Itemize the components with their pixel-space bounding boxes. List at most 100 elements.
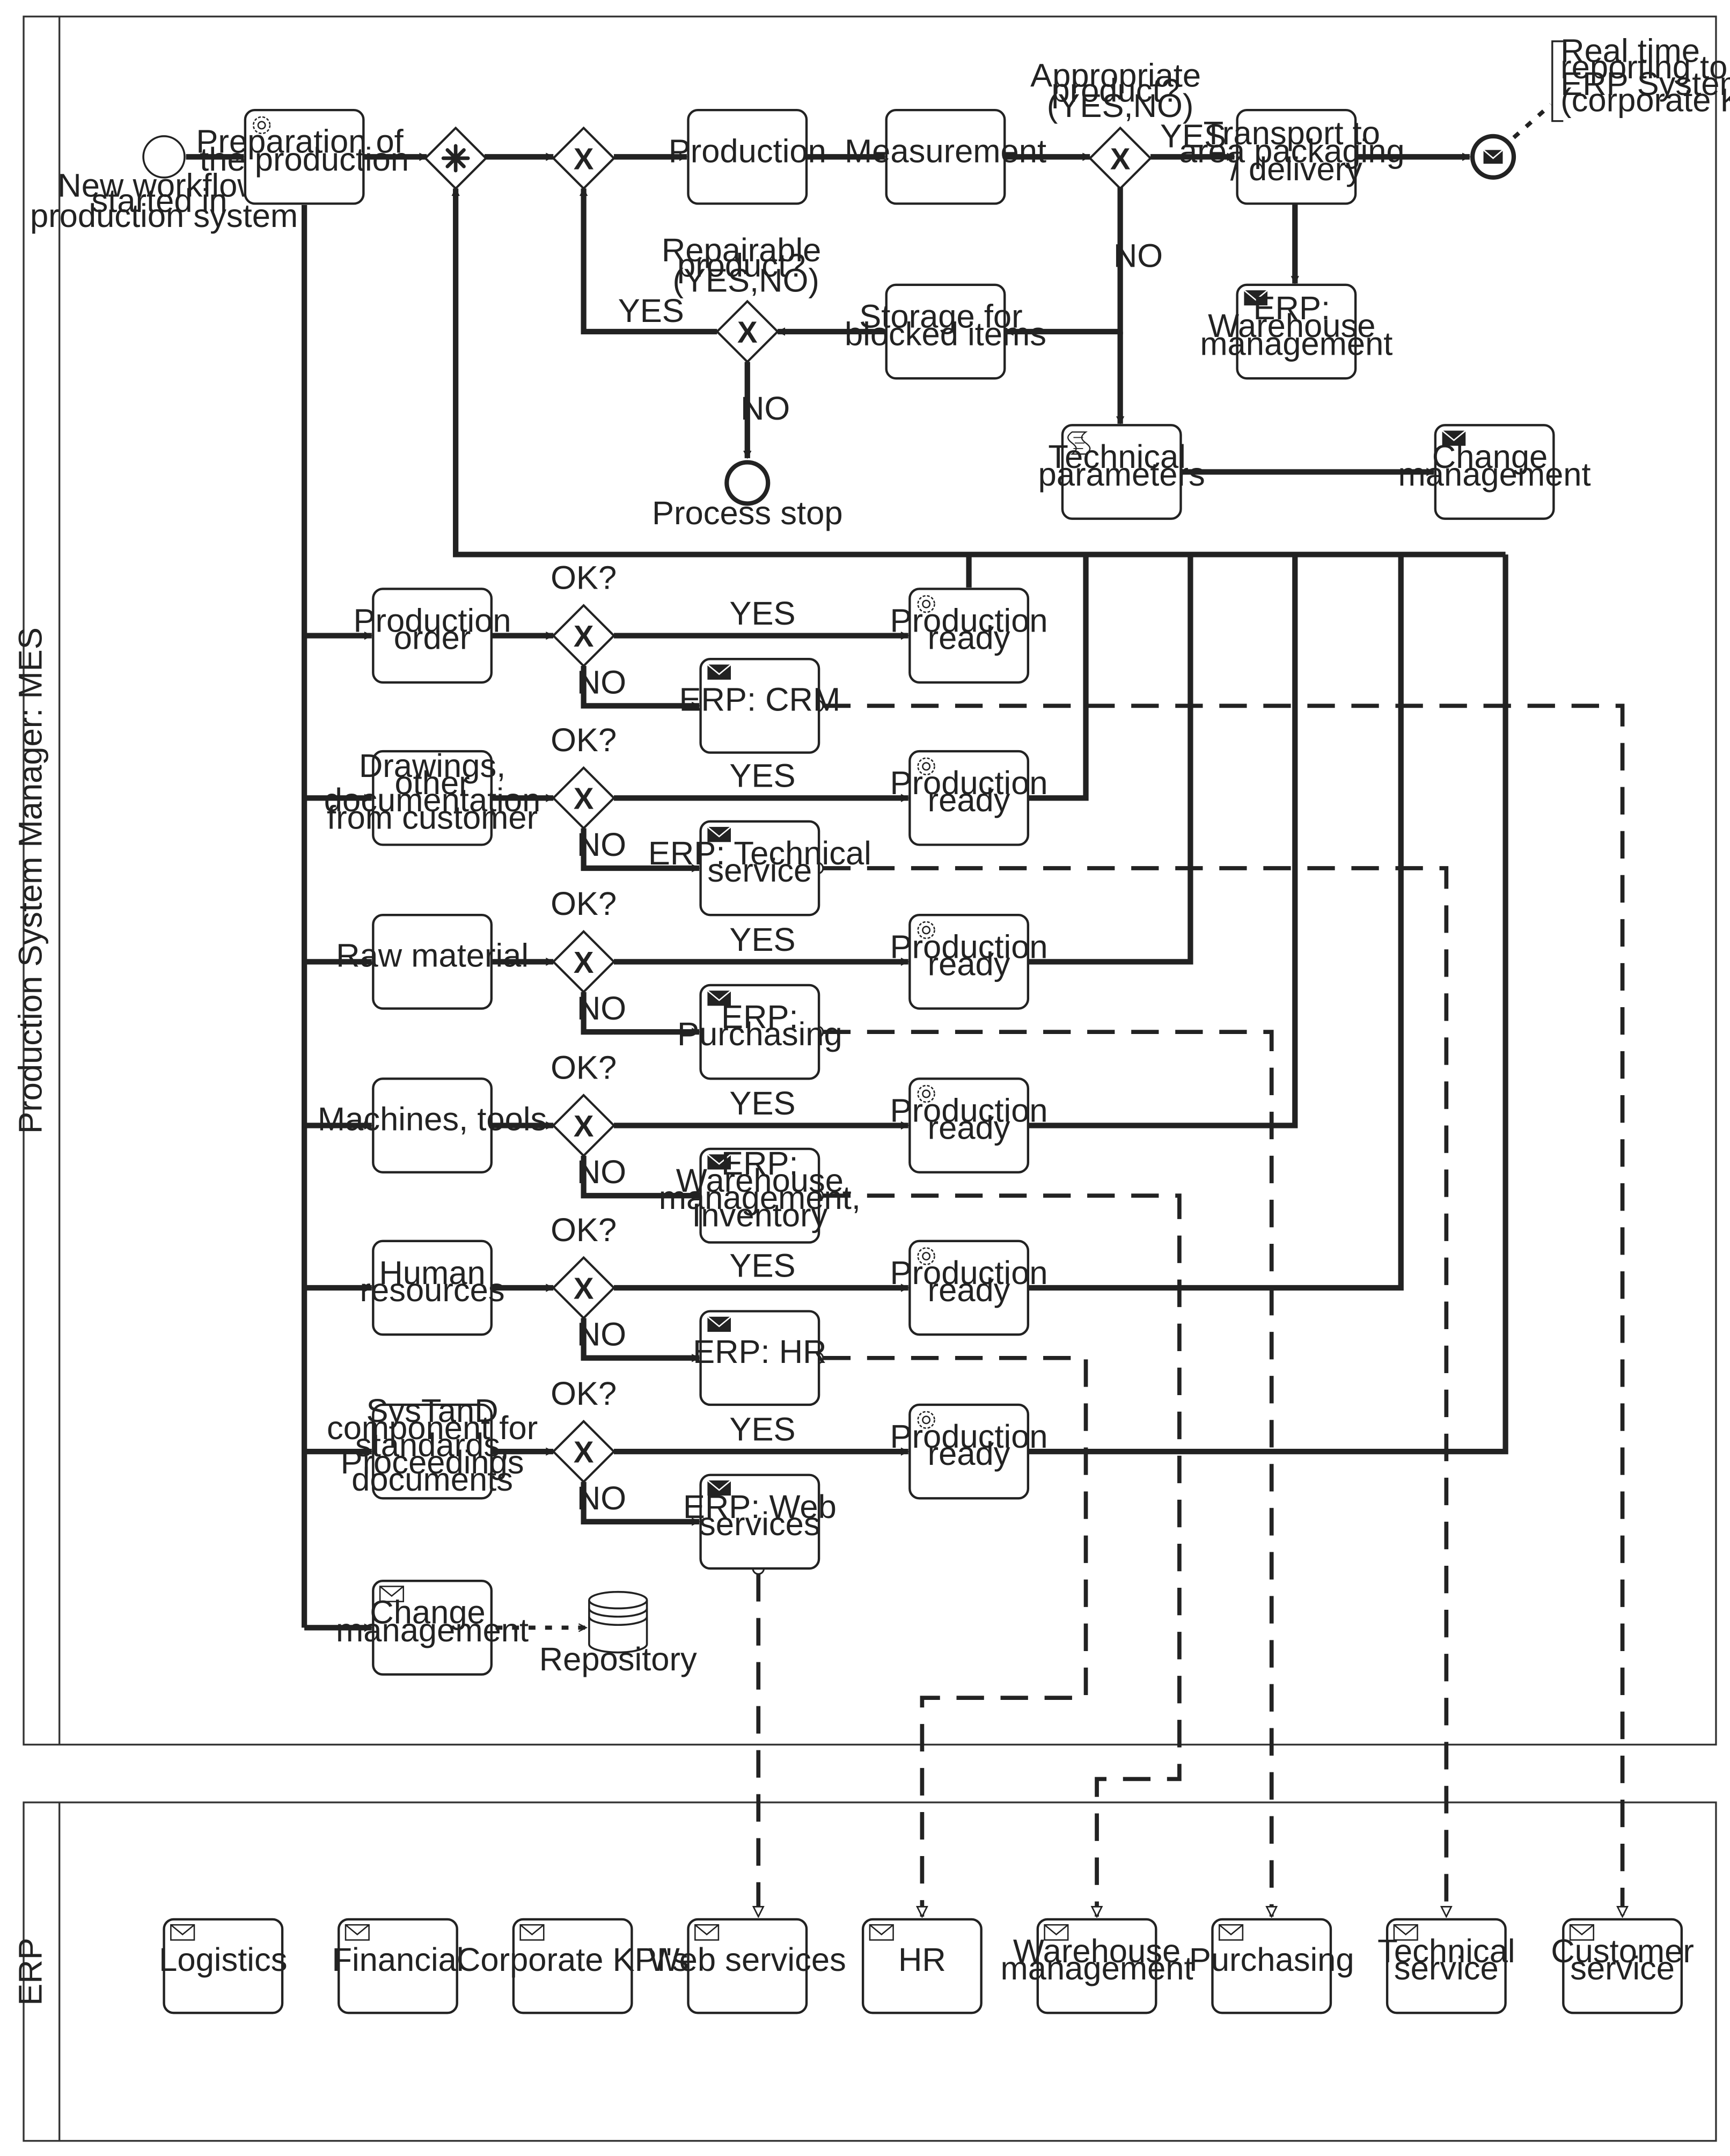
exclusive-gateway-ok[interactable]: X [552,1256,615,1320]
task-production-ready-label: Productionready [890,1255,1048,1309]
task-erp-send[interactable]: ERP: HR [693,1310,827,1406]
start-event[interactable] [142,135,186,179]
script-icon [1067,431,1091,455]
task-erp-send[interactable]: ERP: Webservices [683,1473,837,1570]
repository-datastore[interactable] [588,1590,648,1654]
gateway-ok-label: OK? [551,559,617,596]
text-annotation: Real time reporting to ERP System (corpo… [1551,32,1730,122]
check-row: Drawings,otherdocumentationfrom customer… [324,722,1048,916]
task-erp-send[interactable]: ERP: Technicalservice [648,820,871,916]
exclusive-gateway-ok[interactable]: X [552,604,615,668]
flow-label-no: NO [577,1316,626,1353]
svg-text:X: X [574,1435,594,1469]
task-production-ready[interactable]: Productionready [890,1403,1048,1500]
task-change-management-top[interactable]: Change management [1398,424,1591,520]
task-production-ready-label: Productionready [890,1418,1048,1472]
task-production-ready-label: Productionready [890,928,1048,982]
task-check-label: Humanresources [360,1255,505,1309]
erp-task-purchasing[interactable]: Purchasing [1189,1918,1354,2014]
task-erp-send-label: ERP: HR [693,1333,827,1370]
task-transport[interactable]: Transport to area packaging / delivery [1179,108,1414,205]
exclusive-gateway-ok[interactable]: X [552,1419,615,1484]
envelope-outline-icon [519,1924,545,1941]
task-erp-send-label: ERP:Purchasing [677,999,842,1053]
erp-task-warehouse-management[interactable]: Warehousemanagement [1001,1918,1193,2014]
task-check-1[interactable]: Productionorder [354,588,511,684]
task-check-4[interactable]: Machines, tools [318,1077,547,1174]
erp-task-label: Corporate KPI's [457,1941,688,1978]
erp-task-label: Web services [649,1941,846,1978]
task-storage[interactable]: Storage for blocked items [845,283,1046,380]
complex-gateway[interactable] [423,126,488,190]
svg-text:X: X [1110,142,1131,175]
gear-icon [917,1411,935,1429]
svg-text:X: X [574,619,594,653]
message-end-event[interactable] [1470,134,1516,180]
exclusive-gateway-ok[interactable]: X [552,930,615,994]
task-production-ready-label: Productionready [890,765,1048,819]
erp-task-hr[interactable]: HR [861,1918,983,2014]
envelope-outline-icon [1569,1924,1594,1941]
message-flows [752,699,1623,1917]
erp-task-corporate-kpi-s[interactable]: Corporate KPI's [457,1918,688,2014]
task-production-ready[interactable]: Productionready [890,1240,1048,1336]
gateway-ok-label: OK? [551,885,617,922]
erp-task-label: Warehousemanagement [1001,1933,1193,1987]
task-technical-parameters[interactable]: Technical parameters [1038,424,1205,520]
exclusive-gateway-ok[interactable]: X [552,1094,615,1157]
erp-task-financial[interactable]: Financial [332,1918,464,2014]
envelope-outline-icon [869,1924,894,1941]
envelope-filled-icon [1243,290,1268,306]
erp-task-label: HR [898,1941,946,1978]
erp-task-label: Logistics [159,1941,287,1978]
flow-label-no: NO [577,826,626,863]
envelope-filled-icon [1441,430,1467,446]
task-erp-send[interactable]: ERP:Purchasing [677,984,842,1080]
envelope-filled-icon [707,1316,731,1332]
task-check-5[interactable]: Humanresources [360,1240,505,1336]
task-measurement[interactable]: Measurement [845,108,1046,205]
task-preparation[interactable]: Preparation of the production [196,108,413,205]
erp-task-logistics[interactable]: Logistics [159,1918,288,2014]
end-event-stop[interactable] [724,460,771,506]
envelope-icon [1483,149,1504,164]
task-change-management-bottom-label: Change management [336,1594,529,1649]
end-event-stop-label: Process stop [652,495,843,532]
flow-label-no: NO [1113,237,1163,274]
erp-task-customer-service[interactable]: Customerservice [1551,1918,1694,2014]
task-erp-warehouse-main[interactable]: ERP: Warehouse management [1200,283,1392,380]
task-check-label: Productionorder [354,603,511,657]
task-erp-send[interactable]: ERP: CRM [679,658,840,754]
task-production-ready[interactable]: Productionready [890,1077,1048,1174]
task-erp-send[interactable]: ERP:Warehousemanagement,Inventory [659,1145,861,1244]
task-transport-label: Transport to area packaging / delivery [1179,115,1414,188]
gear-icon [917,921,935,940]
task-check-6[interactable]: SysTanDcomponent forstandards,Proceeding… [327,1392,538,1500]
task-change-management-bottom[interactable]: Change management [336,1580,529,1676]
task-change-management-top-label: Change management [1398,438,1591,493]
task-production-ready[interactable]: Productionready [890,588,1048,684]
svg-text:X: X [574,142,594,175]
task-production[interactable]: Production [669,108,826,205]
task-storage-label: Storage for blocked items [845,298,1046,353]
exclusive-gateway-repairable[interactable]: X [715,299,780,364]
envelope-filled-icon [707,826,731,842]
task-check-3[interactable]: Raw material [336,913,529,1010]
flow-label-no: NO [577,664,626,701]
envelope-outline-icon [694,1924,720,1941]
svg-text:X: X [574,782,594,816]
task-production-label: Production [669,133,826,170]
erp-task-web-services[interactable]: Web services [649,1918,846,2014]
erp-task-label: Purchasing [1189,1941,1354,1978]
exclusive-gateway-ok[interactable]: X [552,766,615,830]
exclusive-gateway-appropriate[interactable]: X [1088,126,1152,190]
sequence-flows-top [186,152,1508,1628]
erp-task-label: Technicalservice [1377,1933,1515,1987]
exclusive-gateway-merge[interactable]: X [552,126,615,190]
task-check-2[interactable]: Drawings,otherdocumentationfrom customer [324,747,541,846]
task-production-ready[interactable]: Productionready [890,913,1048,1010]
task-production-ready[interactable]: Productionready [890,750,1048,846]
task-erp-send-label: ERP: Webservices [683,1488,837,1543]
erp-task-technical-service[interactable]: Technicalservice [1377,1918,1515,2014]
